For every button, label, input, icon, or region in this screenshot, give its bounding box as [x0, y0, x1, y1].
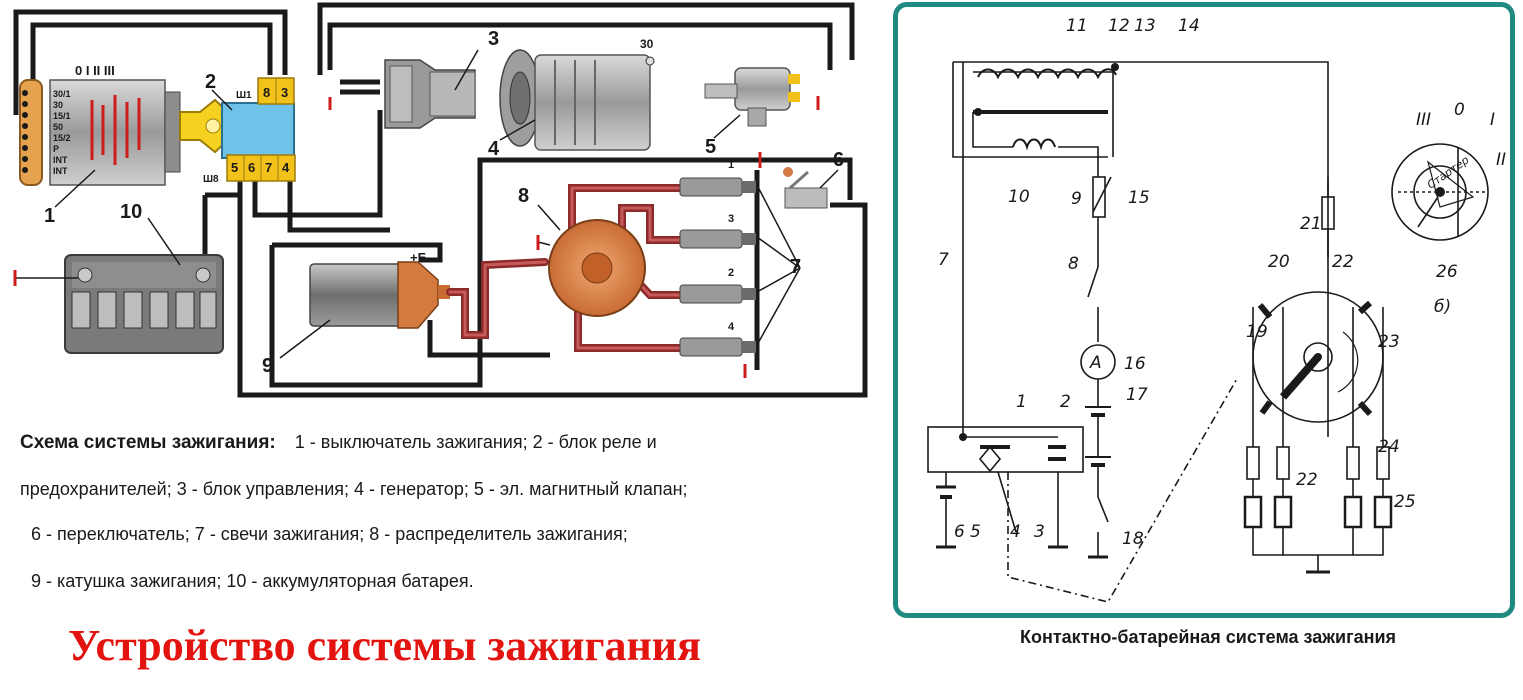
schematic-callout-label: 3: [1034, 522, 1045, 542]
schematic-callout-label: 24: [1378, 437, 1400, 457]
schematic-callout-label: 19: [1246, 322, 1268, 342]
schematic-callout-label: 15: [1128, 188, 1150, 208]
relay-pin-label: 4: [282, 160, 290, 175]
schematic-callout-label: 16: [1124, 354, 1146, 374]
callout-label: 4: [488, 138, 500, 160]
control-unit: [384, 59, 476, 129]
schematic-callout-label: 1: [1016, 392, 1027, 412]
generator: [499, 49, 655, 151]
relay-pin-label: 8: [263, 85, 270, 100]
schematic-callout-label: 22: [1332, 252, 1354, 272]
spark-plugs: [679, 177, 756, 357]
spark-plug-numbers: 1 3 2 4: [728, 159, 735, 333]
spark-plug-number: 2: [728, 267, 734, 279]
key-position-label: II: [1496, 150, 1506, 170]
schematic-callout-label: 25: [1394, 492, 1416, 512]
key-position-label: I: [1490, 110, 1495, 130]
switch-terminal-label: P: [53, 144, 59, 154]
wiring: [13, 2, 868, 398]
callout-label: 6: [833, 149, 844, 171]
schematic-callout-label: 6: [954, 522, 965, 542]
relay-connector-bottom: Ш8: [203, 174, 219, 185]
ammeter-label: A: [1089, 353, 1102, 373]
callout-label: 7: [790, 256, 801, 278]
schematic-callout-label: 4: [1010, 522, 1021, 542]
callout-label: 2: [205, 71, 216, 93]
schematic-callout-label: 21: [1300, 214, 1322, 234]
switch-terminal-label: INT: [53, 166, 68, 176]
relay-connector-top: Ш1: [236, 90, 252, 101]
callout-label: 10: [120, 201, 142, 223]
schematic-callout-label: 20: [1268, 252, 1290, 272]
schematic-callout-label: 12: [1108, 16, 1130, 36]
callout-label: 3: [488, 28, 499, 50]
switch-terminal-label: 15/1: [53, 111, 71, 121]
distributor: [536, 219, 646, 317]
switch-terminal-label: 30: [53, 100, 63, 110]
key-position-label: III: [1416, 110, 1431, 130]
spark-plug-number: 4: [728, 321, 735, 333]
callout-label: 5: [705, 136, 716, 158]
schematic-callout-label: 10: [1008, 187, 1030, 207]
battery: [13, 254, 224, 354]
position-switch: [783, 167, 828, 209]
schematic-callout-label: 8: [1068, 254, 1079, 274]
ignition-coil: [309, 261, 450, 329]
caption-line-3: 6 - переключатель; 7 - свечи зажигания; …: [31, 524, 628, 544]
schematic-callout-label: 22: [1296, 470, 1318, 490]
subfigure-label: б): [1434, 297, 1451, 317]
ignition-switch: [19, 79, 229, 186]
caption-line-4: 9 - катушка зажигания; 10 - аккумуляторн…: [31, 571, 474, 591]
callout-label: 8: [518, 185, 529, 207]
page-title: Устройство системы зажигания: [68, 621, 701, 670]
schematic-callout-label: 17: [1126, 385, 1148, 405]
relay-pin-label: 6: [248, 160, 255, 175]
schematic-callout-label: 9: [1071, 189, 1082, 209]
schematic-callout-label: 5: [970, 522, 981, 542]
relay-pin-label: 7: [265, 160, 272, 175]
schematic-callout-label: 14: [1178, 16, 1200, 36]
right-diagram-caption: Контактно-батарейная система зажигания: [1020, 627, 1397, 647]
key-position-label: 0: [1454, 100, 1465, 120]
ignition-key-icon: [179, 98, 229, 154]
relay-pin-label: 5: [231, 160, 238, 175]
switch-terminal-label: 30/1: [53, 89, 71, 99]
schematic-callout-label: 11: [1066, 16, 1088, 36]
switch-terminal-label: 15/2: [53, 133, 71, 143]
coil-terminal-label: +Б: [410, 250, 427, 265]
caption-title: Схема системы зажигания:: [20, 432, 276, 453]
solenoid-valve: [704, 67, 800, 127]
schematic-callout-label: 7: [938, 250, 949, 270]
caption-line-2: предохранителей; 3 - блок управления; 4 …: [20, 479, 688, 499]
switch-terminal-label: 50: [53, 122, 63, 132]
switch-positions-label: 0 I II III: [75, 63, 115, 78]
schematic-callout-label: 2: [1060, 392, 1071, 412]
caption-line-1: Схема системы зажигания: 1 - выключатель…: [20, 432, 657, 453]
spark-plug-number: 3: [728, 213, 734, 225]
generator-terminal-label: 30: [640, 37, 654, 51]
callout-label: 9: [262, 355, 273, 377]
relay-fuse-block: [221, 77, 296, 182]
switch-terminal-label: INT: [53, 155, 68, 165]
schematic-callout-label: 26: [1436, 262, 1458, 282]
schematic-callout-label: 13: [1134, 16, 1156, 36]
relay-pin-label: 3: [281, 85, 288, 100]
schematic-callout-label: 18: [1122, 529, 1144, 549]
callout-label: 1: [44, 205, 55, 227]
schematic-callout-label: 23: [1378, 332, 1400, 352]
spark-plug-number: 1: [728, 159, 734, 171]
